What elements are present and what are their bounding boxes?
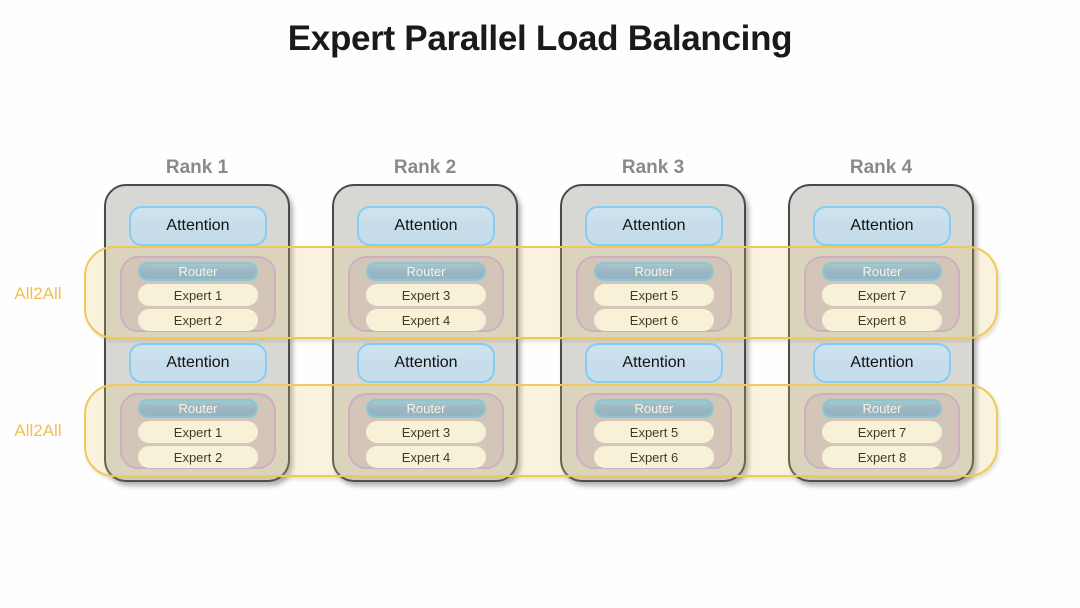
moe-block: Router Expert 1 Expert 2	[120, 393, 276, 469]
moe-block: Router Expert 7 Expert 8	[804, 393, 960, 469]
expert-block: Expert 6	[594, 446, 714, 468]
expert-block: Expert 7	[822, 421, 942, 443]
expert-block: Expert 5	[594, 284, 714, 306]
attention-block: Attention	[357, 206, 495, 246]
expert-block: Expert 4	[366, 446, 486, 468]
rank-4-label: Rank 4	[849, 157, 913, 178]
attention-block: Attention	[129, 343, 267, 383]
attention-block: Attention	[585, 206, 723, 246]
router-block: Router	[594, 399, 714, 418]
router-block: Router	[594, 262, 714, 281]
attention-block: Attention	[813, 343, 951, 383]
router-block: Router	[366, 262, 486, 281]
router-block: Router	[138, 399, 258, 418]
rank-2-label: Rank 2	[393, 157, 457, 178]
router-block: Router	[366, 399, 486, 418]
rank-1-container: Attention Router Expert 1 Expert 2 Atten…	[104, 184, 290, 482]
expert-block: Expert 8	[822, 446, 942, 468]
rank-4-container: Attention Router Expert 7 Expert 8 Atten…	[788, 184, 974, 482]
attention-block: Attention	[585, 343, 723, 383]
expert-block: Expert 3	[366, 284, 486, 306]
expert-block: Expert 8	[822, 309, 942, 331]
page-title: Expert Parallel Load Balancing	[287, 19, 793, 58]
all2all-label-top: All2All	[14, 284, 62, 303]
expert-block: Expert 1	[138, 421, 258, 443]
expert-block: Expert 4	[366, 309, 486, 331]
expert-block: Expert 6	[594, 309, 714, 331]
rank-3-container: Attention Router Expert 5 Expert 6 Atten…	[560, 184, 746, 482]
moe-block: Router Expert 7 Expert 8	[804, 256, 960, 332]
expert-block: Expert 5	[594, 421, 714, 443]
expert-block: Expert 3	[366, 421, 486, 443]
moe-block: Router Expert 1 Expert 2	[120, 256, 276, 332]
all2all-label-bottom: All2All	[14, 421, 62, 440]
moe-block: Router Expert 5 Expert 6	[576, 256, 732, 332]
expert-block: Expert 7	[822, 284, 942, 306]
rank-2-container: Attention Router Expert 3 Expert 4 Atten…	[332, 184, 518, 482]
moe-block: Router Expert 5 Expert 6	[576, 393, 732, 469]
router-block: Router	[822, 399, 942, 418]
expert-block: Expert 1	[138, 284, 258, 306]
moe-block: Router Expert 3 Expert 4	[348, 393, 504, 469]
moe-block: Router Expert 3 Expert 4	[348, 256, 504, 332]
rank-3-label: Rank 3	[621, 157, 685, 178]
router-block: Router	[822, 262, 942, 281]
attention-block: Attention	[129, 206, 267, 246]
attention-block: Attention	[813, 206, 951, 246]
expert-block: Expert 2	[138, 446, 258, 468]
expert-block: Expert 2	[138, 309, 258, 331]
attention-block: Attention	[357, 343, 495, 383]
rank-1-label: Rank 1	[165, 157, 229, 178]
router-block: Router	[138, 262, 258, 281]
